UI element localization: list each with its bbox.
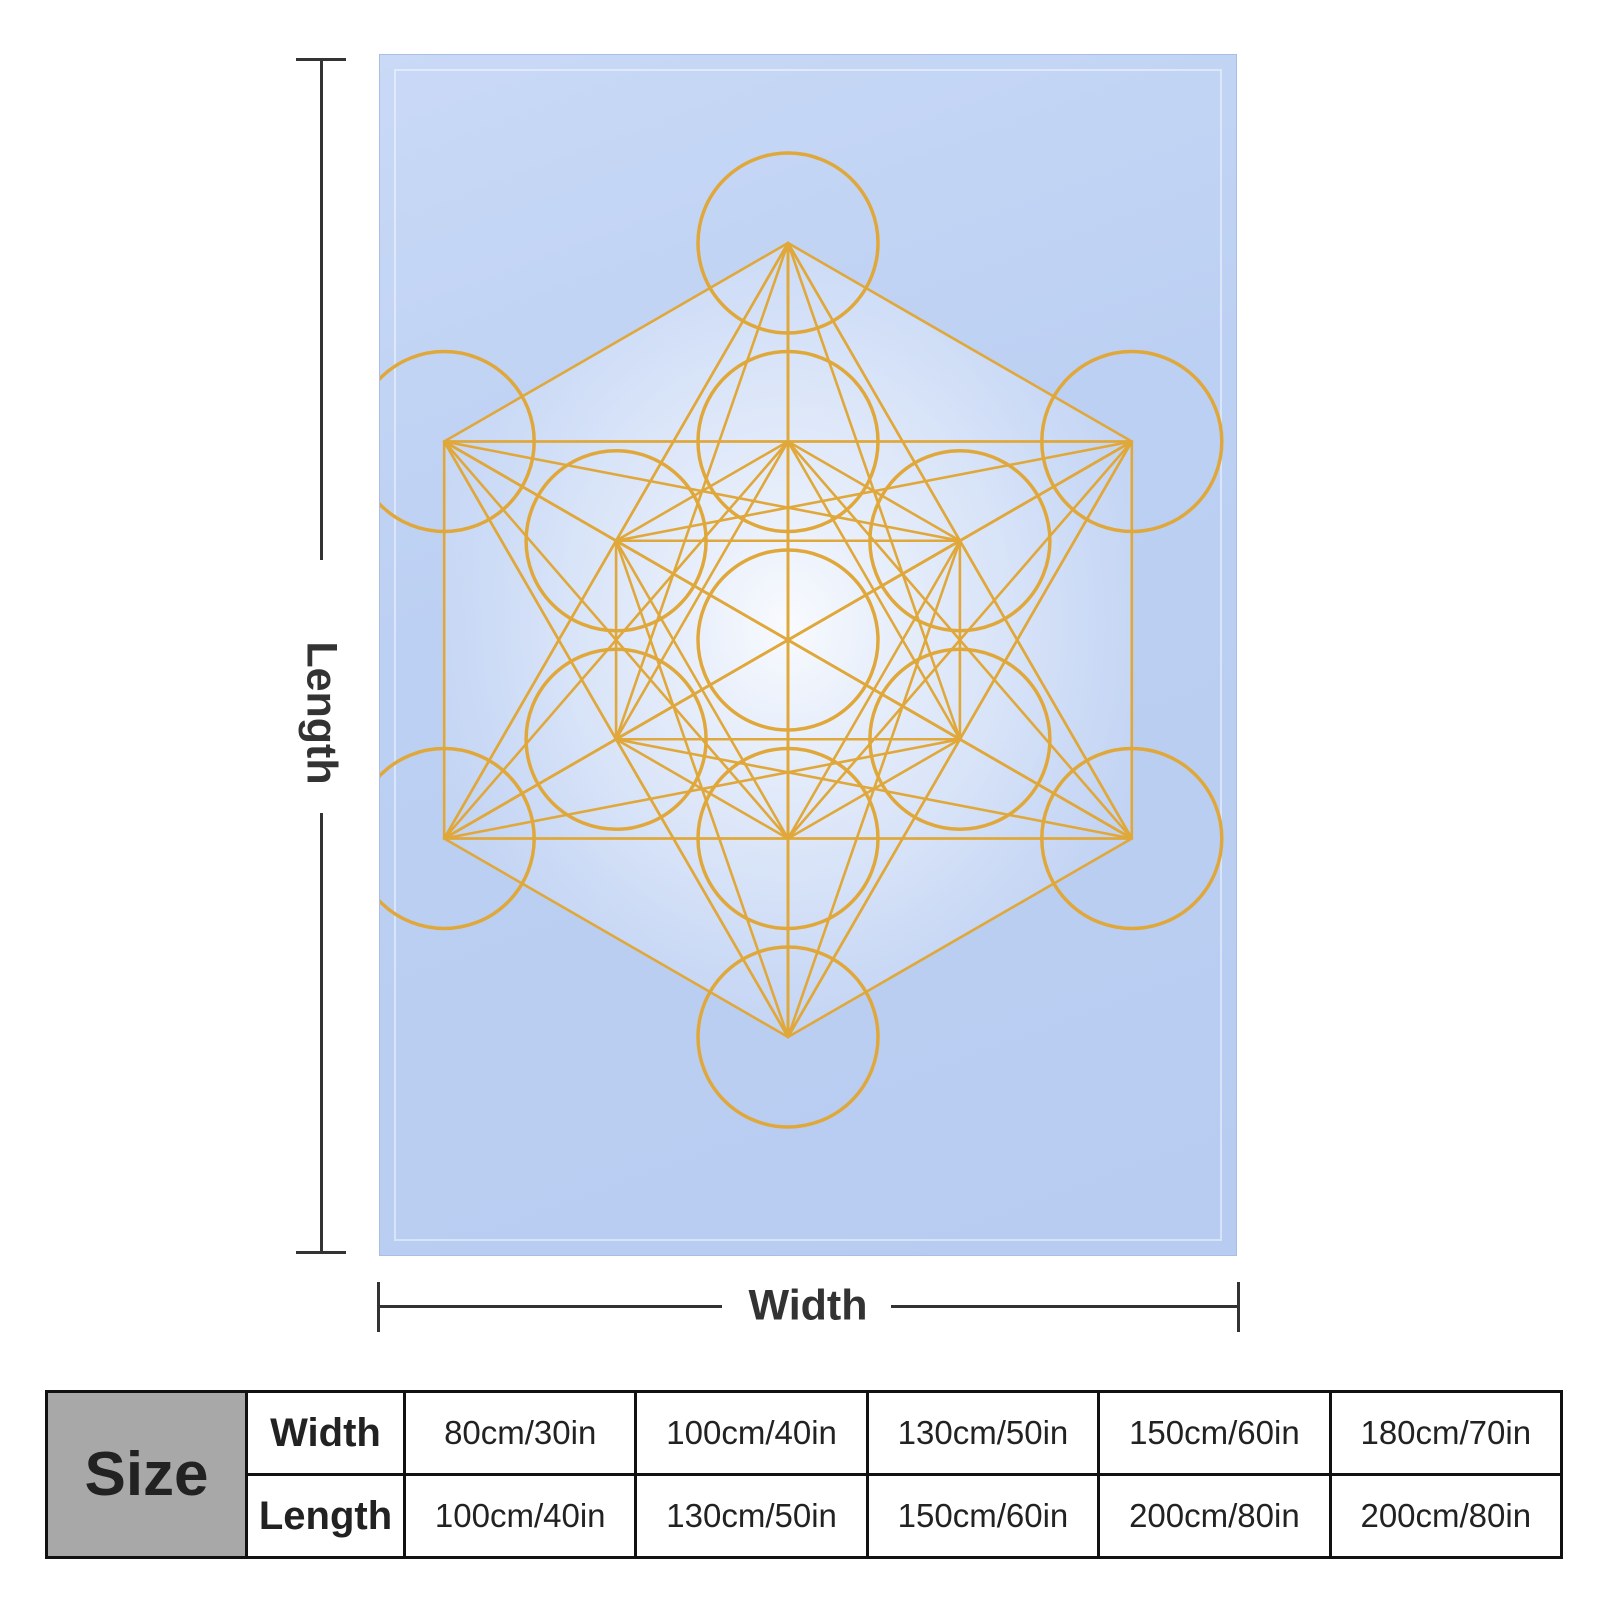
length-line-upper	[320, 58, 323, 560]
cube-circle	[696, 349, 880, 534]
cube-circle	[696, 548, 880, 732]
length-cell: 200cm/80in	[1097, 1473, 1332, 1559]
length-label: Length	[297, 641, 346, 785]
size-header: Size	[45, 1390, 248, 1559]
cube-circle	[696, 151, 880, 335]
cube-circle	[696, 746, 880, 931]
width-line-left	[377, 1305, 722, 1308]
cube-circle	[524, 449, 708, 633]
cube-line	[786, 241, 962, 543]
row-label-width: Width	[245, 1390, 406, 1476]
cube-circle	[524, 647, 708, 831]
width-dimension-indicator: Width	[377, 1282, 1240, 1332]
cube-line	[786, 837, 1134, 1039]
size-row-length: Length 100cm/40in 130cm/50in 150cm/60in …	[47, 1473, 1564, 1559]
row-label-length: Length	[245, 1473, 406, 1559]
width-cell: 80cm/30in	[402, 1390, 638, 1476]
width-cell: 130cm/50in	[865, 1390, 1101, 1476]
metatrons-cube-artwork	[380, 151, 1224, 1129]
cube-circle	[868, 647, 1052, 831]
cube-line	[786, 241, 1134, 443]
cube-line	[786, 440, 962, 543]
cube-line	[614, 440, 790, 543]
cube-line	[614, 737, 790, 1039]
cube-circle	[380, 746, 536, 931]
cube-circle	[1040, 746, 1224, 931]
length-cell: 150cm/60in	[865, 1473, 1101, 1559]
length-cell: 200cm/80in	[1328, 1473, 1564, 1559]
blanket-image	[380, 55, 1236, 1255]
size-row-width: Size Width 80cm/30in 100cm/40in 130cm/50…	[45, 1390, 1564, 1559]
width-cell: 100cm/40in	[634, 1390, 869, 1476]
cube-circle	[696, 945, 880, 1129]
cube-line	[614, 539, 790, 642]
width-right-cap	[1237, 1282, 1240, 1332]
cube-line	[442, 440, 618, 741]
size-table: Size Width 80cm/30in 100cm/40in 130cm/50…	[45, 1390, 1564, 1559]
cube-geometry	[380, 151, 1224, 1129]
cube-line	[786, 539, 962, 642]
blanket-border	[394, 69, 1222, 1241]
length-cell: 100cm/40in	[402, 1473, 638, 1559]
cube-circle	[868, 449, 1052, 633]
cube-line	[614, 638, 790, 741]
width-cell: 180cm/70in	[1328, 1390, 1564, 1476]
cube-line	[958, 440, 1134, 741]
cube-line	[958, 539, 1134, 840]
cube-line	[786, 737, 962, 840]
width-label: Width	[748, 1281, 868, 1330]
length-line-lower	[320, 813, 323, 1254]
cube-line	[786, 737, 962, 1039]
cube-circle	[380, 349, 536, 534]
cube-line	[442, 539, 618, 840]
cube-circle	[1040, 349, 1224, 534]
width-line-right	[891, 1305, 1240, 1308]
cube-line	[614, 737, 790, 840]
cube-line	[786, 638, 962, 741]
length-cell: 130cm/50in	[634, 1473, 869, 1559]
width-cell: 150cm/60in	[1097, 1390, 1332, 1476]
cube-line	[442, 837, 790, 1039]
cube-line	[442, 241, 790, 443]
length-dimension-indicator: Length	[296, 58, 346, 1254]
length-bottom-cap	[296, 1251, 346, 1254]
cube-line	[614, 241, 790, 543]
